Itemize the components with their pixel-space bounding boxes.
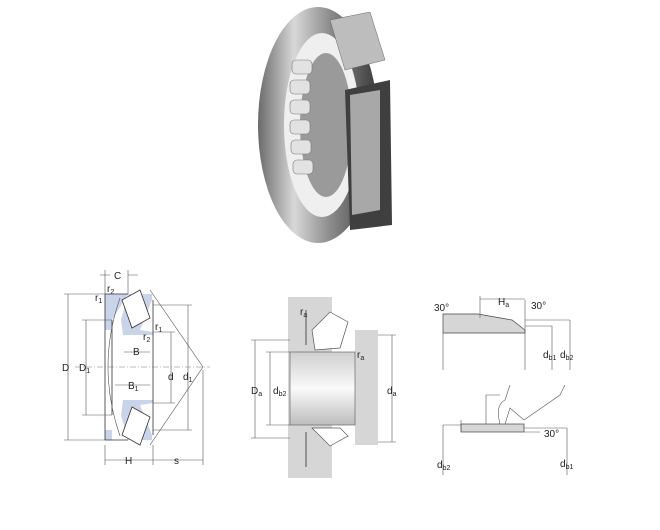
shaft-shoulder [355, 330, 378, 445]
housing-washer-top [105, 294, 128, 330]
label-r1-right: r1 [155, 322, 162, 334]
label-db2-bottom: db2 [437, 460, 450, 472]
label-angle-bottom: 30° [544, 429, 559, 440]
label-db1-top: db1 [543, 350, 556, 362]
label-B1: B1 [128, 381, 139, 393]
label-d1: d1 [183, 372, 193, 384]
label-Da: Da [251, 386, 262, 398]
sleeve-taper-section [442, 313, 526, 334]
label-r1-top: r1 [95, 293, 102, 305]
bearing-dimension-drawing: C r2 r1 r1 r2 D D1 B B1 d d1 H s [62, 270, 210, 467]
label-r2-top: r2 [107, 284, 114, 296]
label-db2: db2 [273, 386, 286, 398]
shaft-section [460, 423, 525, 433]
shaft [289, 351, 356, 426]
label-H: H [125, 456, 132, 467]
label-C: C [114, 271, 121, 282]
label-s: s [174, 456, 179, 467]
roller-top [121, 289, 151, 329]
label-r2-right: r2 [143, 332, 150, 344]
roller-elements [289, 59, 314, 175]
shaft-detail-drawing: 30° Ha 30° db1 db2 30° db2 db1 [434, 296, 573, 475]
label-angle-left: 30° [434, 303, 449, 314]
label-D: D [62, 363, 69, 374]
label-angle-right: 30° [531, 301, 546, 312]
label-d: d [168, 372, 174, 383]
label-Ha: Ha [498, 297, 509, 309]
roller-bottom [311, 427, 349, 447]
roller-bottom [121, 406, 151, 446]
mounting-dimension-drawing: ra ra Da db2 da [251, 297, 397, 478]
roller-top [311, 311, 349, 351]
label-ra-right: ra [357, 350, 364, 362]
label-db1-bottom: db1 [560, 459, 573, 471]
label-da: da [387, 386, 397, 398]
bearing-photo [258, 7, 392, 243]
label-D1: D1 [79, 363, 90, 375]
housing-washer-bottom [105, 430, 128, 440]
label-B: B [133, 347, 140, 358]
label-db2-top: db2 [560, 350, 573, 362]
label-ra-top: ra [300, 307, 307, 319]
